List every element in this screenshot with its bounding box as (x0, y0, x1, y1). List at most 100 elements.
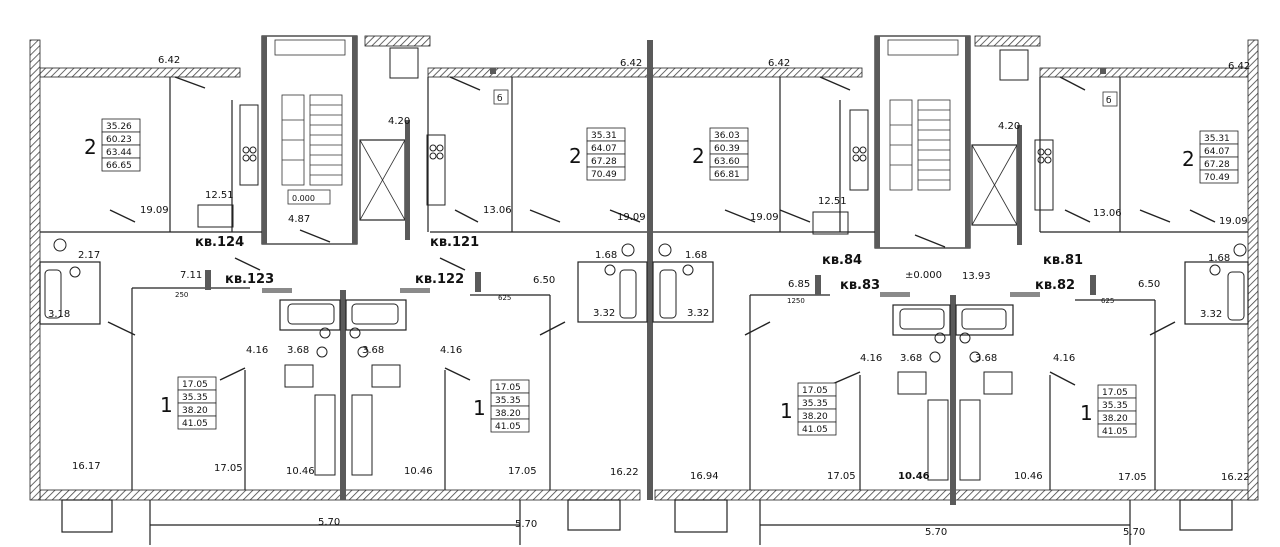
area-value: 36.03 (714, 131, 740, 141)
partitions (39, 77, 1249, 490)
area-value: 35.35 (495, 396, 521, 406)
area-value: 63.60 (714, 157, 740, 167)
room-count: 2 (1182, 147, 1195, 171)
area-value: 35.35 (1102, 401, 1128, 411)
dim-label: 3.68 (362, 345, 384, 356)
stair-core-left: 0.000 (261, 35, 431, 245)
area-cell (1097, 423, 1137, 438)
area-cell (177, 415, 217, 430)
apt-label-83: кв.83 (840, 278, 880, 293)
dim-label: 3.68 (287, 345, 309, 356)
vent-mark-a: б (497, 94, 503, 104)
apt-label-124: кв.124 (195, 235, 244, 250)
area-cell (1199, 169, 1239, 184)
dim-label: 19.09 (1219, 216, 1248, 227)
dim-label: 4.87 (288, 214, 310, 225)
apt-label-123: кв.123 (225, 272, 274, 287)
area-value: 38.20 (802, 412, 828, 422)
dim-label: 6.42 (620, 58, 642, 69)
area-cell (797, 421, 837, 436)
dim-label: 19.09 (617, 212, 646, 223)
room-count: 2 (84, 135, 97, 159)
room-count: 2 (569, 144, 582, 168)
dim-label: 3.18 (48, 309, 70, 320)
area-value: 64.07 (591, 144, 617, 154)
dim-label: 4.16 (440, 345, 462, 356)
dimension-labels: 6.42 6.42 6.42 6.42 4.20 4.20 19.09 19.0… (48, 55, 1250, 538)
dim-label: 6.50 (533, 275, 555, 286)
apt-label-84: кв.84 (822, 253, 862, 268)
dim-label: 5.70 (1123, 527, 1145, 538)
dim-label: 4.20 (998, 121, 1020, 132)
area-value: 38.20 (1102, 414, 1128, 424)
area-cell (586, 166, 626, 181)
dim-label: 13.93 (962, 271, 991, 282)
dim-label: 4.16 (246, 345, 268, 356)
dim-label: 6.85 (788, 279, 810, 290)
area-value: 35.31 (591, 131, 617, 141)
area-value: 17.05 (1102, 388, 1128, 398)
room-count: 2 (692, 144, 705, 168)
area-value: 38.20 (182, 406, 208, 416)
dim-label: 19.09 (140, 205, 169, 216)
dim-label: 19.09 (750, 212, 779, 223)
vent-mark-b: б (1106, 96, 1112, 106)
area-value: 63.44 (106, 148, 132, 158)
level-mark-left: 0.000 (292, 194, 315, 203)
dim-label: 1.68 (685, 250, 707, 261)
dim-label: 1.68 (1208, 253, 1230, 264)
area-value: 41.05 (1102, 427, 1128, 437)
dim-label: 10.46 (898, 471, 930, 482)
area-value: 67.28 (1204, 160, 1230, 170)
area-value: 67.28 (591, 157, 617, 167)
dim-label: 3.32 (593, 308, 615, 319)
dim-label: 7.11 (180, 270, 202, 281)
dim-label: 10.46 (1014, 471, 1043, 482)
small-dim-c: 1250 (787, 297, 805, 305)
dim-label: 16.22 (610, 467, 639, 478)
area-value: 35.26 (106, 122, 132, 132)
area-value: 66.65 (106, 161, 132, 171)
dim-label: 3.68 (975, 353, 997, 364)
small-dim-d: 625 (1101, 297, 1114, 305)
area-cell (101, 157, 141, 172)
dim-label: 5.70 (318, 517, 340, 528)
balconies (61, 499, 1233, 545)
dim-label: 3.68 (900, 353, 922, 364)
dim-label: 17.05 (827, 471, 856, 482)
area-value: 17.05 (802, 386, 828, 396)
area-box-apt-121: 2 35.31 64.07 67.28 70.49 (569, 127, 626, 181)
vent-marks: б б 250 625 1250 625 (175, 89, 1118, 305)
dim-label: 6.42 (158, 55, 180, 66)
room-count: 1 (473, 396, 486, 420)
dim-label: 4.16 (1053, 353, 1075, 364)
area-value: 41.05 (802, 425, 828, 435)
dim-label: 1.68 (595, 250, 617, 261)
wall-pieces (205, 68, 1106, 297)
small-dim-b: 625 (498, 294, 511, 302)
dim-label: 10.46 (404, 466, 433, 477)
dim-label: 13.06 (1093, 208, 1122, 219)
small-dim-a: 250 (175, 291, 188, 299)
area-value: 70.49 (1204, 173, 1230, 183)
dim-label: 17.05 (1118, 472, 1147, 483)
area-value: 70.49 (591, 170, 617, 180)
dim-label: 17.05 (508, 466, 537, 477)
dim-label: 5.70 (925, 527, 947, 538)
area-value: 60.39 (714, 144, 740, 154)
fixtures (44, 47, 1247, 481)
dim-label: 4.16 (860, 353, 882, 364)
area-cell (490, 418, 530, 433)
apt-label-81: кв.81 (1043, 253, 1083, 268)
outer-walls (29, 39, 1259, 505)
area-value: 17.05 (182, 380, 208, 390)
apt-label-121: кв.121 (430, 235, 479, 250)
dim-label: 17.05 (214, 463, 243, 474)
room-count: 1 (780, 399, 793, 423)
